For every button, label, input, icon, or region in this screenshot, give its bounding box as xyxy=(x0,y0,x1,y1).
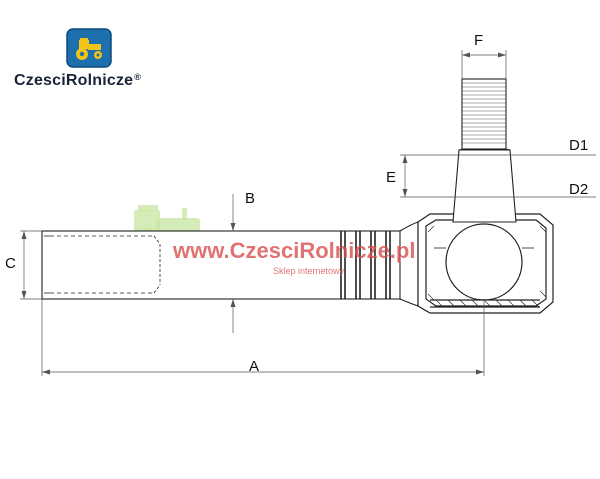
rod-grooves xyxy=(340,231,391,299)
ball-joint-housing xyxy=(417,213,554,314)
ball-stud xyxy=(452,78,517,223)
tractor-icon xyxy=(66,28,112,68)
watermark-url: www.CzesciRolnicze.pl xyxy=(172,238,415,263)
dimension-arrows xyxy=(21,52,506,375)
dimension-label-d1: D1 xyxy=(569,137,588,154)
logo-wordmark: CzesciRolnicze® xyxy=(14,72,141,90)
dimension-label-b: B xyxy=(245,190,255,207)
dimension-label-c: C xyxy=(5,255,16,272)
brand-logo[interactable]: CzesciRolnicze® xyxy=(14,24,184,94)
registered-mark: ® xyxy=(134,72,142,82)
dimension-lines xyxy=(20,50,596,376)
dimension-label-f: F xyxy=(474,32,483,49)
watermark-subtitle: Sklep internetowy xyxy=(273,266,345,276)
dimension-label-e: E xyxy=(386,169,396,186)
dimension-label-d2: D2 xyxy=(569,181,588,198)
stud-thread xyxy=(462,82,506,144)
logo-text: CzesciRolnicze xyxy=(14,72,134,89)
housing-hatching xyxy=(427,225,547,308)
rod-body xyxy=(41,230,423,300)
housing-neck xyxy=(399,221,419,307)
dimension-label-a: A xyxy=(249,358,259,375)
